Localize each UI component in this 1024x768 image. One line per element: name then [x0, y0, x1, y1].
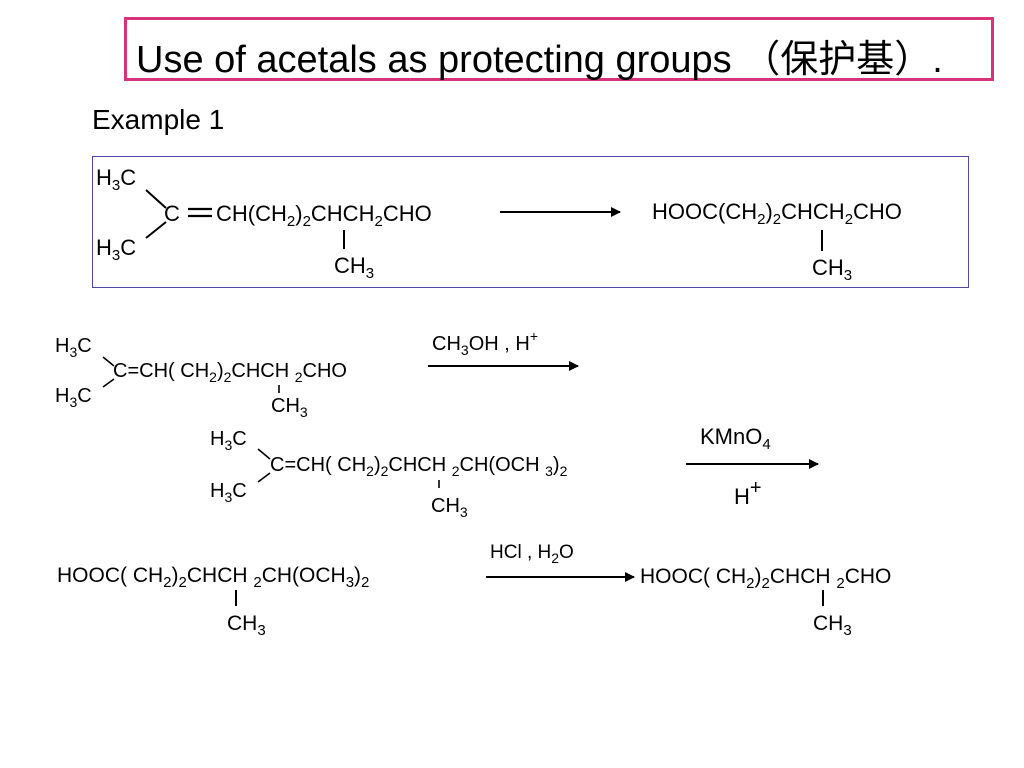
main-chain: C=CH( CH2)2CHCH 2CHO	[113, 360, 347, 385]
molecule-step1-start: H3C H3C C=CH( CH2)2CHCH 2CHO CH3	[55, 335, 347, 420]
reagent-step1: CH3OH , H+	[432, 328, 538, 358]
example-label: Example 1	[92, 104, 225, 135]
bond-bottom	[257, 472, 271, 483]
reagent-step3: HCl , H2O	[490, 542, 574, 566]
product-chain: HOOC(CH2)2CHCH2CHO	[652, 199, 902, 228]
reagent-step2-acid: H+	[734, 477, 762, 509]
molecule-final: HOOC( CH2)2CHCH 2CHO CH3	[640, 565, 891, 639]
branch-methyl: CH3	[227, 612, 266, 639]
molecule-acetal: H3C H3C C=CH( CH2)2CHCH 2CH(OCH 3)2 CH3	[210, 428, 568, 520]
main-chain: CH(CH2)2CHCH2CHO	[216, 201, 432, 230]
methyl-top-label: H3C	[96, 165, 136, 194]
reagent-step2-oxidant: KMnO4	[700, 424, 771, 453]
bond-top	[145, 189, 167, 209]
alkene-carbon: C	[164, 201, 180, 226]
branch-methyl: CH3	[334, 253, 374, 282]
methyl-top-label: H3C	[210, 428, 247, 453]
title-frame	[124, 17, 994, 81]
molecule-box-end: HOOC(CH2)2CHCH2CHO CH3	[652, 199, 902, 284]
main-chain: HOOC( CH2)2CHCH 2CHO	[640, 565, 891, 592]
main-chain: C=CH( CH2)2CHCH 2CH(OCH 3)2	[270, 454, 568, 479]
bond-bottom	[102, 378, 115, 388]
methyl-bottom-label: H3C	[55, 385, 92, 410]
bond-top	[257, 448, 271, 460]
branch-methyl: CH3	[812, 255, 852, 284]
bond-bottom	[145, 221, 167, 239]
bond-top	[102, 356, 115, 367]
slide-title: Use of acetals as protecting groups （保护基…	[136, 39, 943, 81]
methyl-top-label: H3C	[55, 335, 92, 360]
example-scheme-frame	[92, 156, 969, 288]
methyl-bottom-label: H3C	[210, 480, 247, 505]
molecule-box-start: H3C H3C C CH(CH2)2CHCH2CHO CH3	[96, 165, 432, 282]
branch-methyl: CH3	[431, 495, 468, 520]
main-chain: HOOC( CH2)2CHCH 2CH(OCH3)2	[57, 564, 369, 591]
molecule-acid-acetal: HOOC( CH2)2CHCH 2CH(OCH3)2 CH3	[57, 564, 369, 639]
branch-methyl: CH3	[271, 395, 308, 420]
branch-methyl: CH3	[813, 612, 852, 639]
methyl-bottom-label: H3C	[96, 235, 136, 264]
